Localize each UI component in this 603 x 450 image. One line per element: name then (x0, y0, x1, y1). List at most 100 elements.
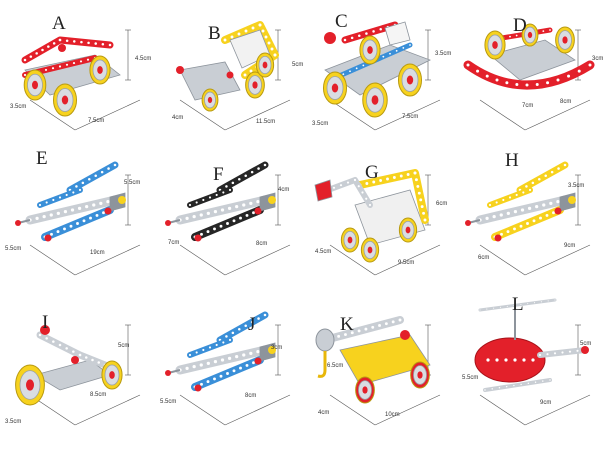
height-label: 5cm (118, 343, 130, 349)
nut (400, 330, 410, 340)
wheel-front-left (322, 71, 348, 105)
wheel-rear-far (255, 52, 275, 78)
model-letter: H (505, 150, 519, 171)
upper-wing (66, 161, 119, 194)
nut (324, 32, 336, 44)
wheel-rear-left (23, 69, 47, 101)
upper-wing (516, 161, 569, 194)
landing-skid (483, 378, 552, 392)
length-label: 7.5cm (402, 114, 419, 120)
wheel-rear-right (397, 63, 423, 97)
toy-crane (315, 316, 441, 426)
width-label: 3.5cm (5, 419, 22, 425)
wheel-front-right (360, 237, 380, 263)
toy-illustration (322, 21, 441, 131)
toy-illustration (465, 161, 591, 276)
width-label: 7cm (522, 103, 534, 109)
model-letter: E (36, 148, 48, 169)
roll-bar (21, 36, 114, 64)
height-label: 4.5cm (135, 56, 152, 62)
toy-digger (314, 169, 441, 276)
wheel-rear (398, 217, 418, 243)
upper-wing (216, 161, 269, 194)
toy-plane (165, 161, 291, 276)
nut (44, 234, 52, 242)
toy-illustration (165, 311, 291, 426)
nut (104, 207, 112, 215)
cab-frame (356, 169, 429, 224)
nut (568, 196, 576, 204)
bucket (314, 179, 333, 202)
toy-illustration (21, 29, 141, 131)
model-letter: B (208, 23, 221, 44)
model-letter: I (42, 312, 49, 333)
upper-wing (216, 311, 269, 344)
crane-body (339, 334, 431, 386)
toy-illustration (15, 161, 141, 276)
height-label: 3.5cm (435, 51, 452, 57)
wheel-rear-right (89, 55, 111, 85)
wheel-front-left (52, 83, 78, 117)
toy-buggy (322, 21, 441, 131)
toy-tractor (176, 21, 291, 131)
dimension-lines (29, 174, 141, 276)
fuselage (175, 195, 270, 225)
length-label: 19cm (90, 250, 105, 256)
nut (165, 220, 171, 226)
nut (268, 346, 276, 354)
height-label: 5.5cm (124, 180, 141, 186)
width-label: 7cm (168, 240, 180, 246)
model-letter: D (513, 15, 527, 36)
nut (494, 234, 502, 242)
tail-wing (187, 187, 233, 208)
toy-panel-e: E 5.5cm 19cm 5.5cm (0, 145, 150, 295)
length-label: 11.5cm (256, 119, 276, 125)
wheel-rear (410, 361, 430, 389)
nut (118, 196, 126, 204)
width-label: 3.5cm (10, 104, 27, 110)
wheel-rear (245, 71, 265, 99)
nut (165, 370, 171, 376)
length-label: 8cm (256, 241, 268, 247)
wheel-right (555, 26, 575, 54)
toy-helicopter (474, 298, 591, 426)
height-label: 4cm (278, 187, 290, 193)
wheel-front-left (340, 227, 360, 253)
toy-illustration (176, 21, 291, 131)
nut (254, 357, 262, 365)
model-letter: C (335, 11, 348, 32)
wheel-front (15, 364, 45, 406)
length-label: 8cm (245, 393, 257, 399)
digger-arm (317, 177, 373, 208)
width-label: 4cm (172, 115, 184, 121)
toy-illustration (165, 161, 291, 276)
dimension-lines (329, 324, 441, 426)
length-label: 8cm (560, 99, 572, 105)
height-label: 6.5cm (327, 363, 344, 369)
toy-illustration (314, 169, 441, 276)
toy-car (21, 29, 141, 131)
nut (554, 207, 562, 215)
nut (254, 207, 262, 215)
dimension-lines (179, 324, 291, 426)
length-label: 9.5cm (398, 260, 415, 266)
nut (194, 384, 202, 392)
nut (581, 346, 589, 354)
nut (226, 71, 234, 79)
tail-wing (487, 187, 533, 208)
toy-plane (15, 161, 141, 276)
length-label: 9cm (540, 400, 552, 406)
toy-illustration (474, 298, 591, 426)
crane-hook (317, 351, 327, 378)
tail-boom (537, 347, 588, 358)
tail-wing (187, 337, 233, 358)
length-label: 9cm (564, 243, 576, 249)
dimension-lines (179, 174, 291, 276)
model-letter: A (52, 13, 66, 34)
width-label: 3.5cm (312, 121, 329, 127)
width-label: 5.5cm (5, 246, 22, 252)
